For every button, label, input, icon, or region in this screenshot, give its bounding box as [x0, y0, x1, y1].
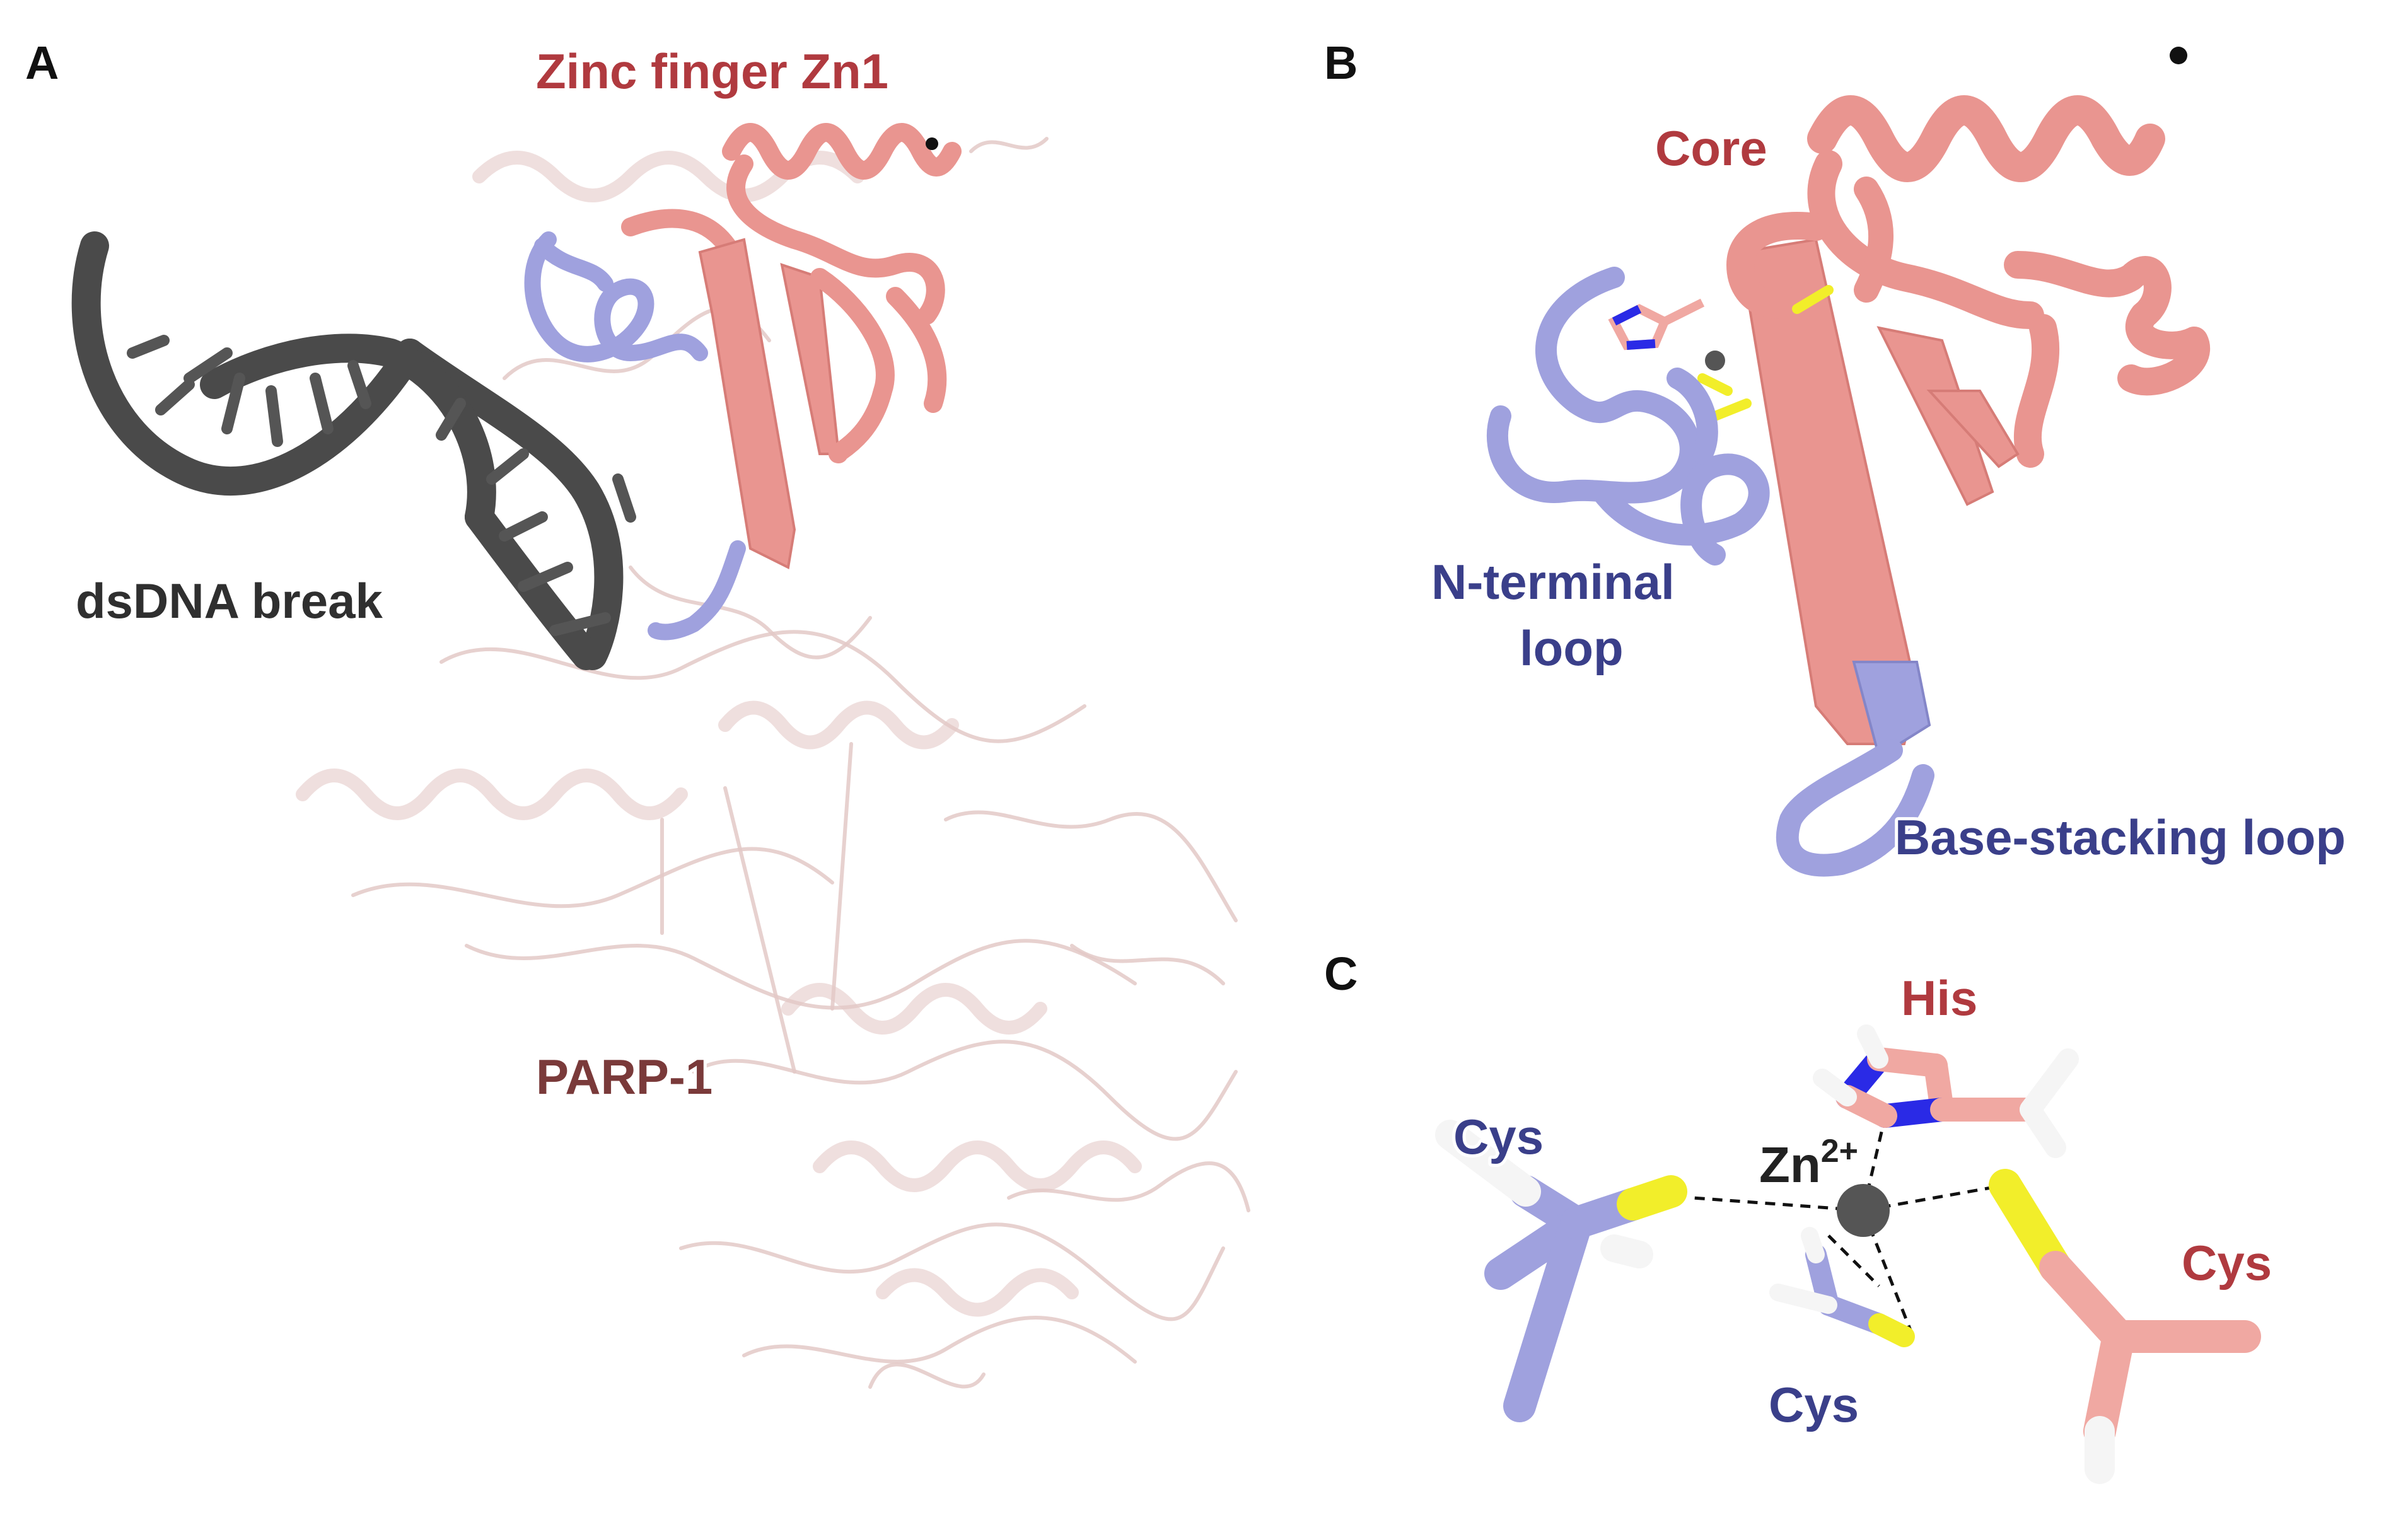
coord-bond-cys-bottom-2: [1827, 1234, 1880, 1287]
zinc-ion: [1837, 1184, 1890, 1237]
label-cys-right: Cys: [2182, 1235, 2272, 1291]
label-core: Core: [1655, 120, 1767, 176]
parp1-ghost-structure: [296, 137, 1250, 1389]
zinc-finger-closeup: [1487, 47, 2210, 877]
label-dsdna-break: dsDNA break: [76, 573, 383, 629]
cys-right-residue: [1989, 1169, 2261, 1484]
panel-c-letter: C: [1324, 948, 1358, 1000]
panel-b-letter: B: [1324, 37, 1358, 89]
cys-bottom-residue: [1769, 1227, 1915, 1347]
panel-a-letter: A: [25, 37, 59, 89]
panel-a: A: [25, 37, 1250, 1389]
panel-c: C: [1324, 948, 2275, 1484]
label-cys-left: Cys: [1453, 1109, 1544, 1164]
label-his: His: [1901, 970, 1977, 1026]
dsdna-structure: [71, 231, 636, 670]
label-zn: Zn2+: [1759, 1133, 1858, 1193]
label-base-stacking-loop: Base-stacking loop: [1895, 809, 2346, 865]
label-cys-bottom: Cys: [1769, 1377, 1859, 1432]
panel-b: B: [1324, 37, 2349, 877]
label-zinc-finger: Zinc finger Zn1: [536, 44, 888, 99]
cys-left-residue: [1435, 1120, 1687, 1422]
his-sticks-small: [1608, 298, 1705, 351]
label-n-terminal-line1: N-terminal: [1431, 554, 1675, 610]
coord-bond-cys-left: [1692, 1196, 1864, 1212]
his-residue: [1813, 1024, 2079, 1158]
label-zn-symbol: Zn: [1759, 1137, 1821, 1193]
label-parp1: PARP-1: [536, 1049, 713, 1105]
label-zn-charge: 2+: [1821, 1133, 1858, 1169]
label-n-terminal-line2: loop: [1520, 620, 1624, 676]
zinc-finger-structure: [524, 123, 962, 641]
